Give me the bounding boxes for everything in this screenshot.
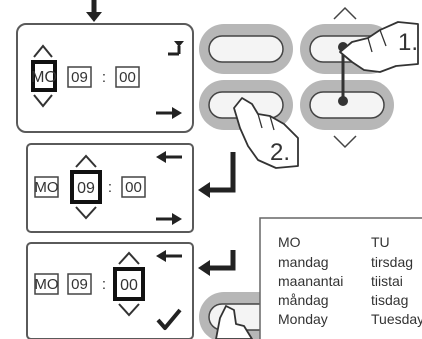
weekday-name: tisdag bbox=[371, 292, 408, 308]
button-bottom-right[interactable] bbox=[300, 80, 394, 130]
hour-field-selected bbox=[70, 170, 102, 204]
minute-value: 00 bbox=[119, 69, 136, 86]
weekday-name: Tuesday bbox=[371, 311, 422, 327]
chevron-up-icon bbox=[118, 251, 140, 265]
return-arrow-icon bbox=[168, 46, 181, 56]
day-field bbox=[34, 176, 59, 198]
left-arrow-icon bbox=[156, 151, 182, 163]
weekday-name: mandag bbox=[278, 254, 329, 270]
chevron-up-icon bbox=[333, 6, 357, 20]
weekday-name: maanantai bbox=[278, 273, 343, 289]
right-arrow-icon bbox=[156, 107, 182, 119]
right-arrow-icon bbox=[156, 213, 182, 225]
chevron-up-icon bbox=[33, 44, 53, 58]
button-top-left[interactable] bbox=[199, 24, 293, 74]
chevron-down-icon bbox=[118, 303, 140, 317]
minute-value: 00 bbox=[120, 277, 138, 294]
minute-field bbox=[121, 176, 146, 198]
button-link-connector bbox=[338, 42, 348, 106]
time-separator: : bbox=[102, 276, 106, 293]
display-panel-day: MO 09 : 00 bbox=[16, 23, 194, 133]
chevron-down-icon bbox=[33, 94, 53, 108]
weekday-name: måndag bbox=[278, 292, 329, 308]
panel-frame bbox=[16, 23, 194, 133]
hour-value: 09 bbox=[71, 276, 88, 293]
hour-field bbox=[67, 273, 92, 295]
weekday-table: MO mandag maanantai måndag Monday TU tir… bbox=[259, 217, 422, 339]
weekday-name: tirsdag bbox=[371, 254, 413, 270]
minute-field bbox=[115, 66, 140, 88]
pointing-hand-icon bbox=[215, 305, 253, 339]
display-panel-hour: MO 09 : 00 bbox=[26, 143, 194, 233]
weekday-name: tiistai bbox=[371, 273, 403, 289]
column-header-mo: MO bbox=[278, 234, 301, 250]
hour-field bbox=[67, 66, 92, 88]
day-value: MO bbox=[34, 276, 58, 293]
minute-field-selected bbox=[113, 267, 145, 301]
return-arrow-icon bbox=[198, 250, 236, 276]
weekday-name: Monday bbox=[278, 311, 328, 327]
day-field-selected bbox=[31, 60, 57, 92]
return-arrow-icon bbox=[198, 152, 236, 198]
day-value: MO bbox=[34, 179, 58, 196]
hour-value: 09 bbox=[71, 69, 88, 86]
checkmark-icon bbox=[156, 308, 182, 330]
chevron-down-icon bbox=[333, 135, 357, 149]
table-frame bbox=[259, 217, 422, 339]
chevron-down-icon bbox=[75, 206, 97, 220]
display-panel-minute: MO 09 : 00 bbox=[26, 242, 194, 339]
pointing-hand-icon bbox=[233, 97, 299, 169]
arrow-down-icon bbox=[86, 0, 102, 22]
step-2-label: 2. bbox=[270, 139, 290, 166]
hour-value: 09 bbox=[77, 180, 95, 197]
time-separator: : bbox=[102, 69, 106, 86]
left-arrow-icon bbox=[156, 250, 182, 262]
day-value: MO bbox=[31, 69, 57, 86]
day-field bbox=[34, 273, 59, 295]
step-1-label: 1. bbox=[398, 29, 418, 56]
minute-value: 00 bbox=[125, 179, 142, 196]
column-header-tu: TU bbox=[371, 234, 390, 250]
pointing-hand-icon bbox=[339, 21, 419, 73]
time-separator: : bbox=[108, 179, 112, 196]
chevron-up-icon bbox=[75, 154, 97, 168]
panel-frame bbox=[26, 242, 194, 339]
panel-frame bbox=[26, 143, 194, 233]
